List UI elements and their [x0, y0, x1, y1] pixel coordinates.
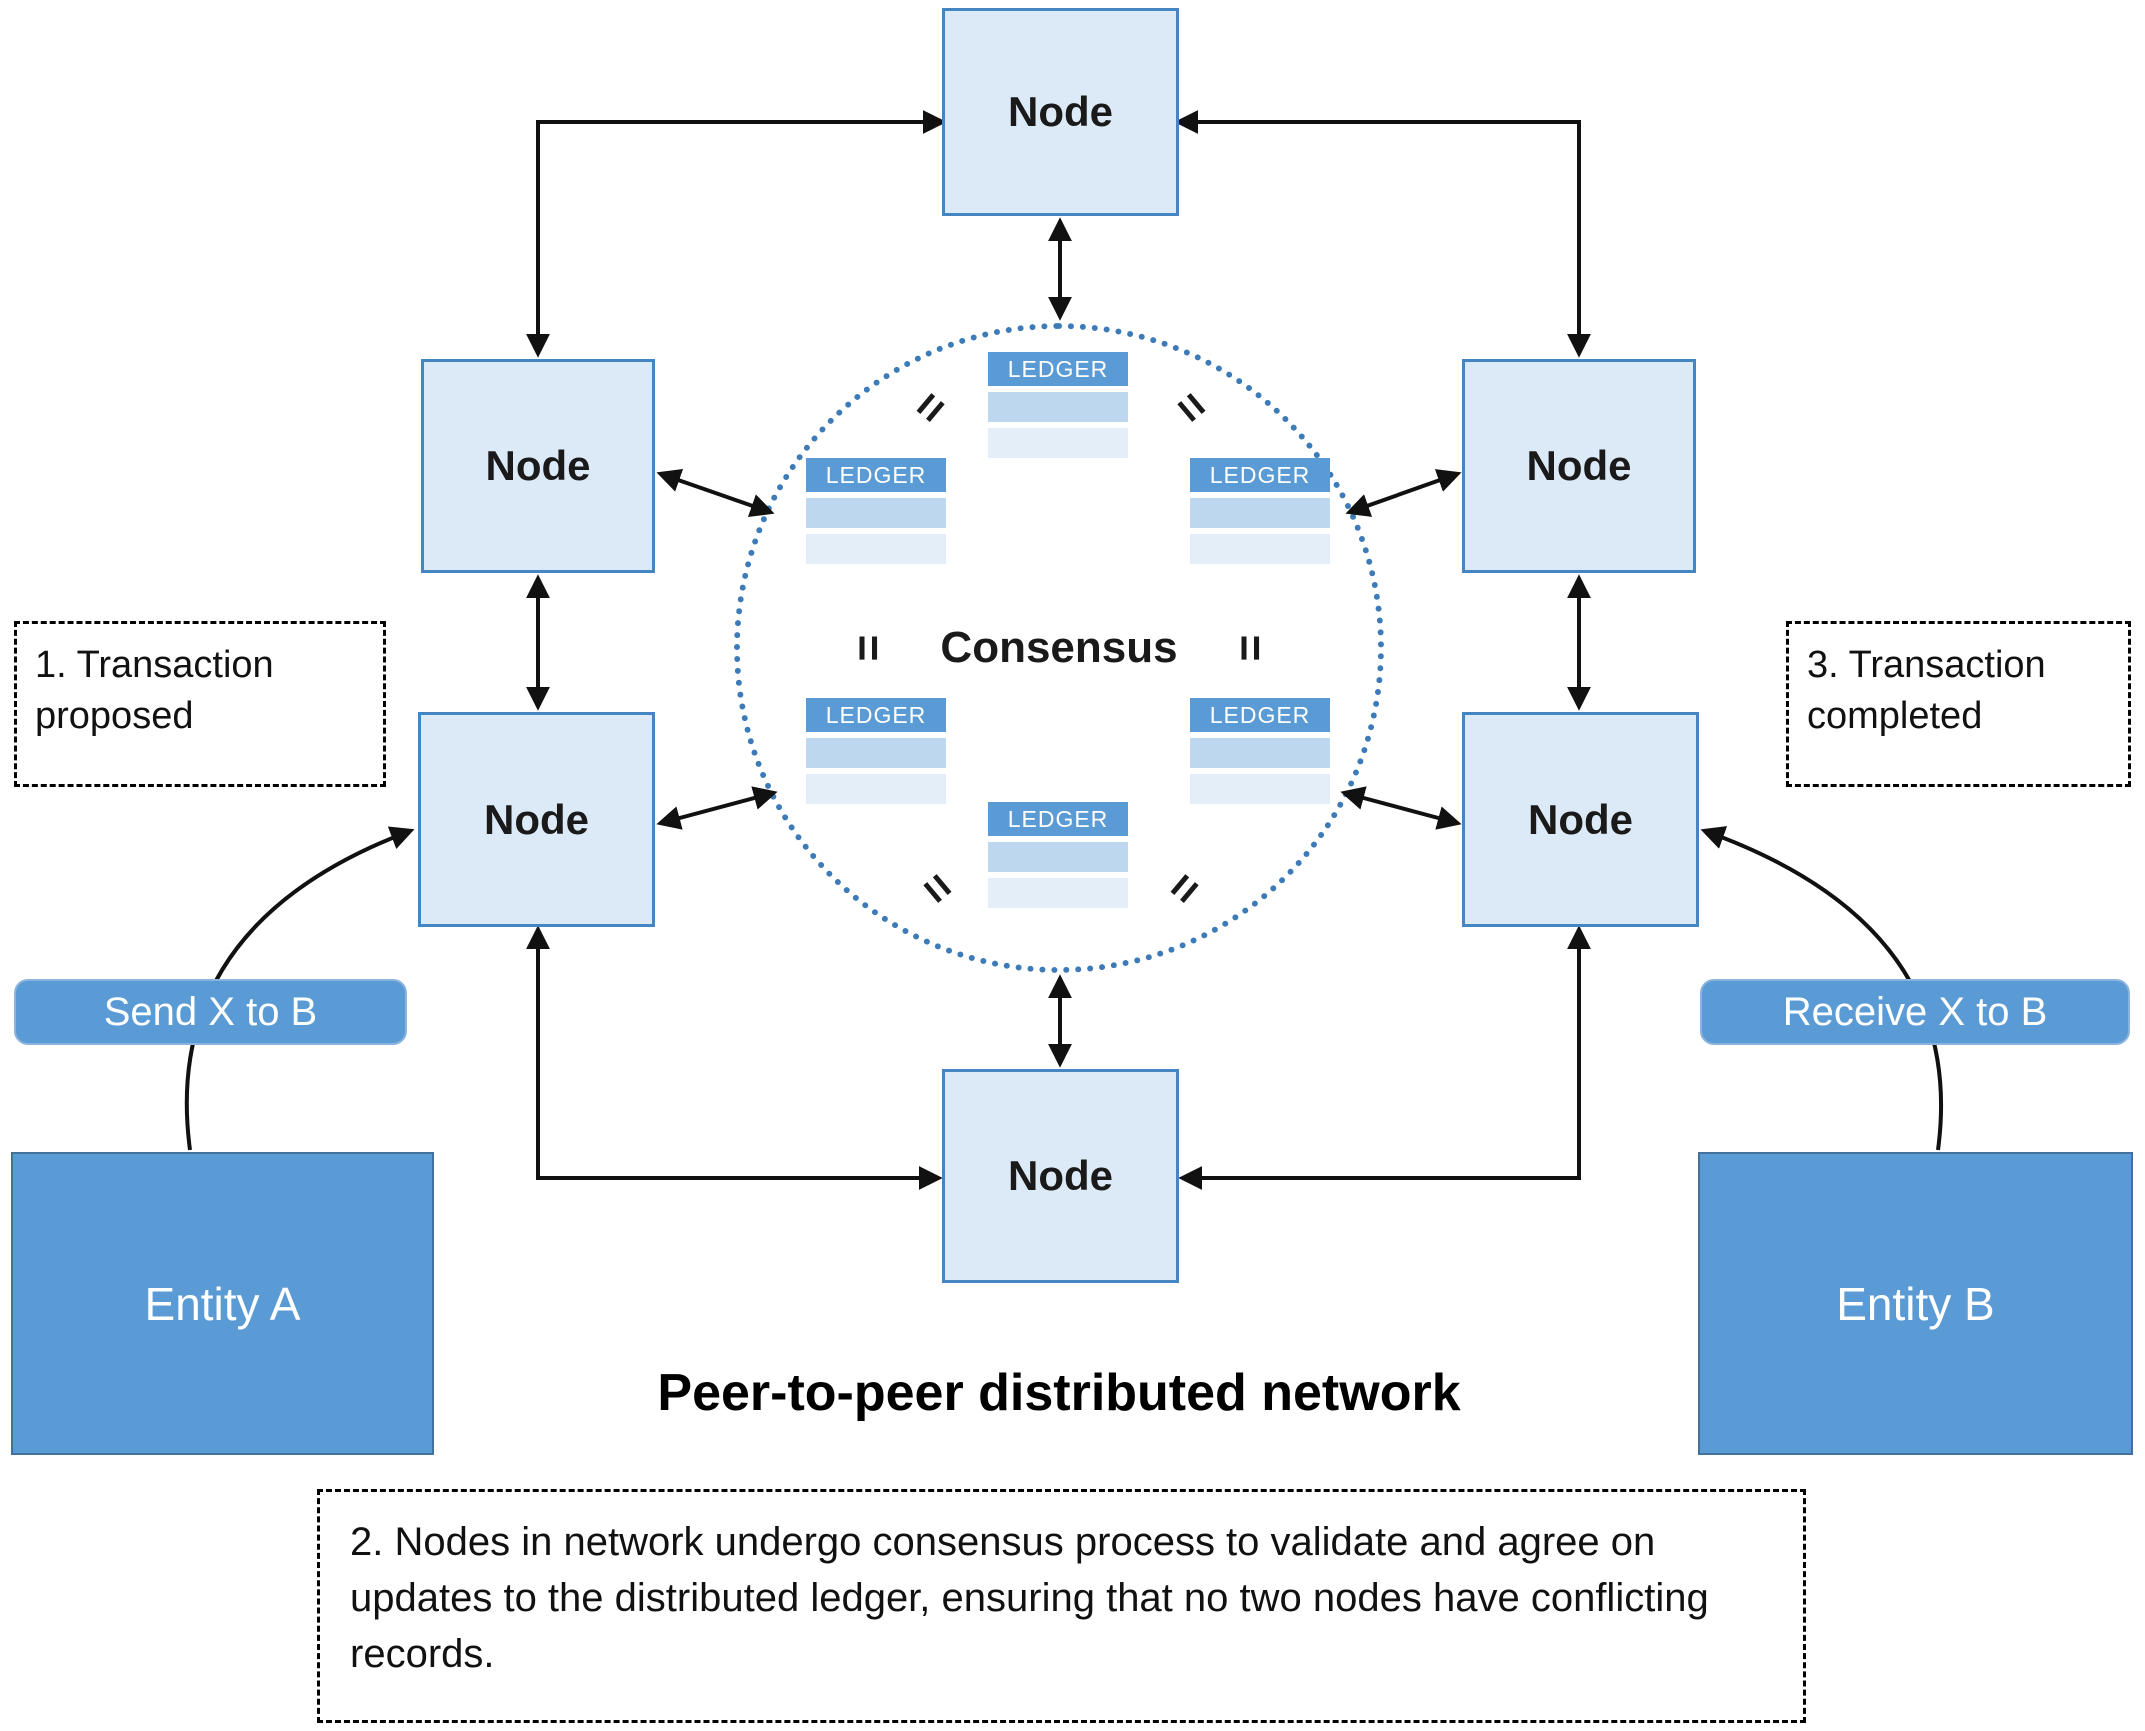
ledger-row [988, 428, 1128, 458]
node-upper-right: Node [1462, 359, 1696, 573]
diagram-title: Peer-to-peer distributed network [657, 1364, 1461, 1422]
step3-annotation: 3. Transaction completed [1786, 621, 2131, 787]
send-transaction-label: Send X to B [14, 979, 407, 1045]
arrow-topnode-upperrightnode [1174, 110, 1591, 358]
ledger-title: LEDGER [806, 698, 946, 732]
node-top: Node [942, 8, 1179, 216]
ledger-row [1190, 498, 1330, 528]
consensus-label: Consensus [940, 623, 1178, 672]
receive-transaction-label: Receive X to B [1700, 979, 2130, 1045]
ledger-row [806, 534, 946, 564]
arrow-lowerleftnode-bottomnode [526, 925, 943, 1190]
ledger-title: LEDGER [1190, 698, 1330, 732]
ledger-row [806, 774, 946, 804]
arrow-entity-b-to-node [1700, 826, 1944, 1151]
ledger-upper-left: LEDGER [806, 458, 946, 564]
equals-mark-mid-left: = [843, 634, 895, 662]
arrow-lowerrightnode-circle [1340, 786, 1462, 830]
entity-b-box: Entity B [1698, 1152, 2133, 1455]
ledger-row [988, 392, 1128, 422]
step2-annotation: 2. Nodes in network undergo consensus pr… [317, 1489, 1806, 1723]
node-bottom: Node [942, 1069, 1179, 1283]
ledger-row [1190, 534, 1330, 564]
arrow-upperleftnode-circle [656, 468, 775, 518]
arrow-lowerrightnode-bottomnode [1178, 925, 1591, 1190]
ledger-row [1190, 738, 1330, 768]
ledger-top: LEDGER [988, 352, 1128, 458]
ledger-row [988, 842, 1128, 872]
ledger-title: LEDGER [806, 458, 946, 492]
arrow-entity-a-to-node [184, 826, 415, 1151]
ledger-row [806, 738, 946, 768]
equals-mark-mid-right: = [1225, 634, 1277, 662]
ledger-lower-left: LEDGER [806, 698, 946, 804]
ledger-title: LEDGER [988, 802, 1128, 836]
node-lower-left: Node [418, 712, 655, 927]
arrow-upperrightnode-circle [1345, 469, 1462, 517]
node-lower-right: Node [1462, 712, 1699, 927]
ledger-upper-right: LEDGER [1190, 458, 1330, 564]
step1-annotation: 1. Transaction proposed [14, 621, 386, 787]
ledger-row [988, 878, 1128, 908]
arrow-lowerleftnode-circle [656, 786, 778, 830]
node-upper-left: Node [421, 359, 655, 573]
ledger-row [806, 498, 946, 528]
ledger-title: LEDGER [988, 352, 1128, 386]
arrow-topnode-upperleftnode [526, 110, 947, 358]
ledger-lower-right: LEDGER [1190, 698, 1330, 804]
entity-a-box: Entity A [11, 1152, 434, 1455]
ledger-row [1190, 774, 1330, 804]
ledger-bottom: LEDGER [988, 802, 1128, 908]
ledger-title: LEDGER [1190, 458, 1330, 492]
